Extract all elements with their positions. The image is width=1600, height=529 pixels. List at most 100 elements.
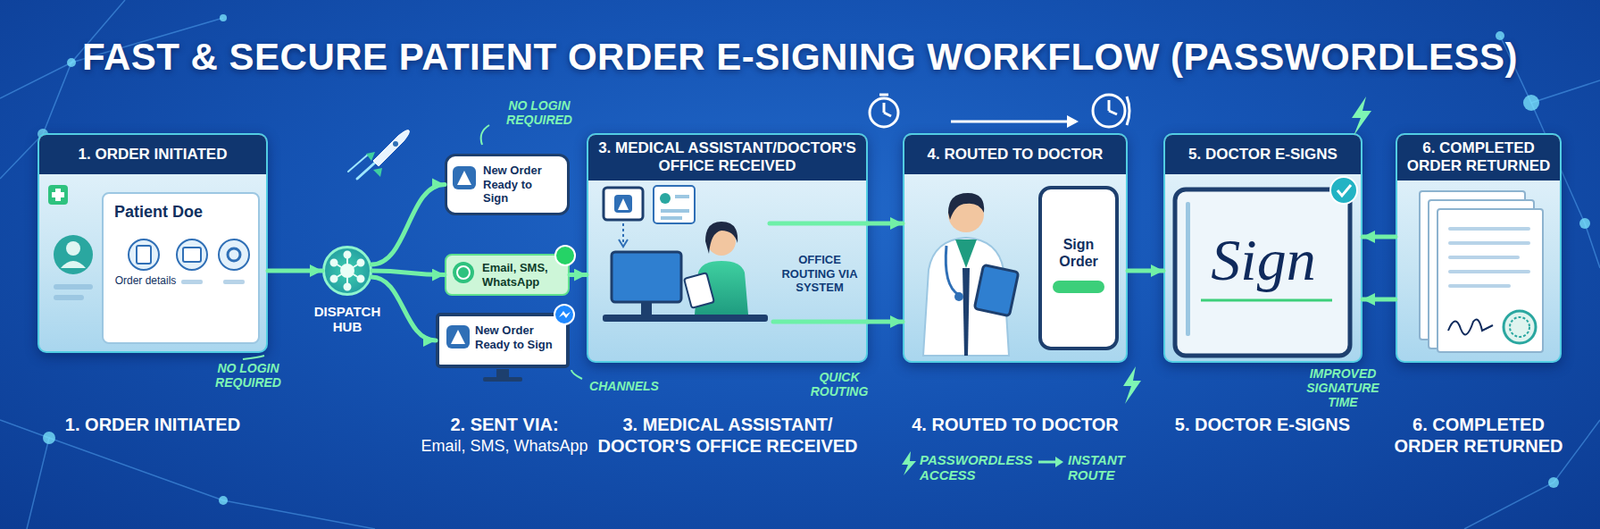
tablet-art [1175, 189, 1350, 356]
order-icons [227, 248, 241, 261]
label-box: INSTANT ROUTE [1067, 451, 1175, 484]
app-icons [450, 329, 466, 344]
label-box: IMPROVED SIGNATURE TIME [1296, 366, 1390, 409]
leader-lines [481, 125, 490, 145]
dispatch-hub-art [333, 262, 348, 271]
order-icons [181, 279, 203, 284]
instant-arrow [1038, 456, 1064, 467]
stopwatch-icon [883, 102, 886, 113]
office-art [660, 208, 690, 213]
node-text: 1. ORDER INITIATED [39, 134, 267, 175]
order-window-art [55, 188, 61, 201]
network-lines [0, 419, 50, 529]
lightning-icons [1351, 96, 1372, 136]
rocket-icon [366, 151, 383, 177]
dispatch-hub-art [341, 264, 354, 277]
tablet-art [1200, 299, 1333, 302]
lightning-icons [901, 450, 917, 475]
flow-arrow [372, 270, 445, 275]
office-art [707, 226, 736, 256]
order-icons [183, 247, 201, 262]
order-window-art [48, 184, 250, 300]
office-art [705, 221, 738, 254]
office-art [660, 216, 683, 220]
label-box: 2. SENT VIA: [406, 413, 603, 435]
documents-art [1448, 319, 1493, 335]
monitor-notification: New Order Ready to Sign [435, 312, 570, 368]
label-box: 1. ORDER INITIATED [36, 413, 269, 435]
stopwatch-icon [879, 93, 889, 97]
dispatch-hub-art [347, 270, 361, 279]
clock-icon [1108, 100, 1111, 111]
node-text: 6. COMPLETED ORDER RETURNED [1397, 134, 1560, 181]
office-art [653, 185, 695, 224]
routing-label: OFFICE ROUTING VIA SYSTEM [773, 252, 867, 295]
label-box: Sign [1176, 230, 1350, 290]
app-icons [446, 166, 575, 382]
step-caption: 5. DOCTOR E-SIGNS [1159, 413, 1366, 435]
documents-art [1428, 200, 1534, 349]
note-label: IMPROVED SIGNATURE TIME [1296, 366, 1390, 409]
node-text: 4. ROUTED TO DOCTOR [904, 134, 1126, 175]
network-dots [1579, 217, 1591, 229]
dispatch-hub-art [331, 251, 365, 291]
stopwatch-icon [869, 94, 899, 127]
step-caption: 2. SENT VIA: [406, 413, 603, 435]
step-panel: 3. MEDICAL ASSISTANT/DOCTOR'S OFFICE REC… [586, 133, 868, 363]
diagram-title: FAST & SECURE PATIENT ORDER E-SIGNING WO… [0, 35, 1600, 79]
order-window-art [53, 294, 84, 300]
routing-lines [769, 221, 868, 226]
flow-arrow [867, 221, 903, 226]
order-window-art [53, 283, 93, 290]
documents-art [1450, 228, 1529, 286]
doctor-art [945, 245, 959, 295]
title-box: FAST & SECURE PATIENT ORDER E-SIGNING WO… [0, 35, 1600, 79]
step-caption: 4. ROUTED TO DOCTOR [899, 413, 1132, 435]
documents-art [1419, 191, 1525, 340]
documents-art [1509, 316, 1530, 337]
label-box: CHANNELS [583, 378, 665, 393]
network-dots [42, 431, 56, 444]
node-text: 5. DOCTOR E-SIGNS [1165, 134, 1361, 175]
label-box: QUICK ROUTING [801, 369, 877, 399]
documents-art [1450, 241, 1529, 245]
node-text: Order details [114, 275, 177, 288]
order-icons [176, 239, 208, 270]
clock-icon [1126, 96, 1130, 125]
flow-arrow [267, 268, 323, 274]
office-art [683, 272, 715, 309]
order-window-art [60, 260, 86, 268]
flow-arrow [371, 183, 445, 265]
app-icons [554, 304, 575, 325]
office-art [641, 301, 652, 315]
speed-arrow [1066, 115, 1079, 128]
leader-lines [242, 125, 583, 379]
documents-art [1503, 310, 1536, 343]
note-label: NO LOGIN REQUIRED [198, 360, 299, 390]
leader-lines [242, 355, 265, 359]
step-panel: 1. ORDER INITIATED Patient DoeOrder detai… [37, 133, 268, 353]
app-icons [483, 376, 523, 382]
feature-label: PASSWORDLESS ACCESS [919, 451, 1038, 484]
stopwatch-icon [883, 112, 892, 117]
flow-arrow [371, 276, 436, 341]
dispatch-hub-art [346, 270, 349, 287]
documents-art [1450, 255, 1518, 259]
documents-art [1437, 208, 1543, 352]
routing-lines [769, 223, 868, 322]
patient-card: Patient DoeOrder details [101, 191, 260, 344]
dispatch-hub-art [331, 275, 338, 283]
doctor-art [974, 264, 1019, 316]
office-art [618, 239, 628, 247]
instant-arrow [1055, 456, 1064, 467]
flow-arrow [867, 319, 903, 325]
office-art [694, 260, 749, 315]
doctor-art [962, 267, 970, 356]
stopwatch-icon [869, 98, 899, 127]
node-text: New Order Ready to Sign [483, 163, 559, 206]
speed-arrow [950, 115, 1079, 128]
office-art [603, 187, 643, 220]
instant-arrow [1038, 460, 1056, 464]
leader-lines [571, 369, 583, 379]
